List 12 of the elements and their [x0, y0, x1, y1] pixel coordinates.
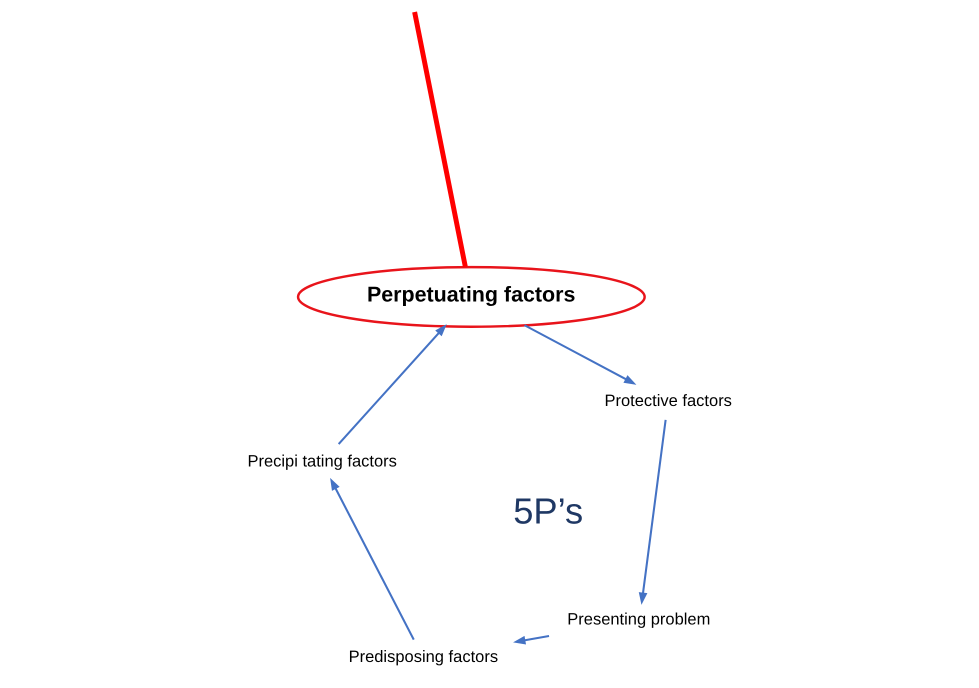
node-text: Predisposing factors: [348, 648, 498, 666]
arrow: [524, 324, 636, 385]
label: 5P’s: [513, 490, 584, 532]
arrow: [513, 635, 550, 644]
node-ellipse: Perpetuating factors: [296, 266, 646, 328]
arrow: [330, 478, 415, 640]
connector: [412, 12, 468, 268]
arrow: [638, 420, 667, 605]
node-text: Presenting problem: [567, 610, 710, 628]
node-text: Precipi tating factors: [247, 452, 397, 471]
node-text: Protective factors: [604, 392, 732, 410]
arrow: [338, 324, 447, 445]
